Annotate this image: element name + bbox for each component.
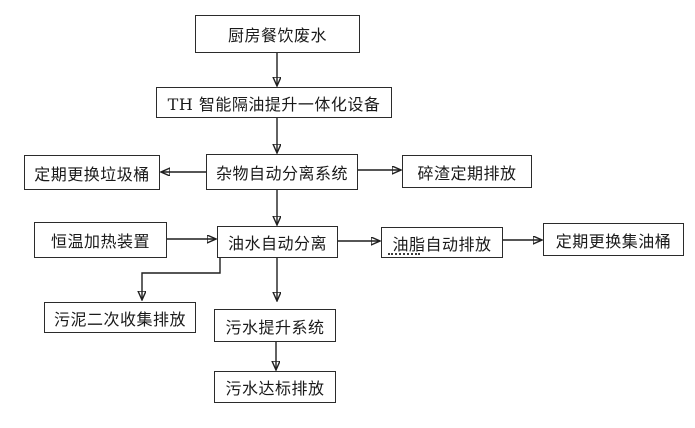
node-label: 油水自动分离 — [227, 234, 327, 253]
edge-oilwater-sludge — [142, 258, 221, 299]
node-sewage-standard-discharge: 污水达标排放 — [214, 371, 336, 403]
node-kitchen-wastewater: 厨房餐饮废水 — [195, 15, 360, 53]
node-label: 油脂自动排放 — [392, 234, 492, 254]
node-sewage-lift-system: 污水提升系统 — [214, 309, 336, 342]
node-label: TH 智能隔油提升一体化设备 — [167, 94, 381, 114]
node-heating-device: 恒温加热装置 — [34, 222, 167, 258]
node-oil-water-separation: 油水自动分离 — [217, 226, 338, 258]
node-debris-separation-system: 杂物自动分离系统 — [206, 154, 358, 190]
node-sludge-collection-discharge: 污泥二次收集排放 — [44, 302, 196, 333]
node-replace-trash-bin: 定期更换垃圾桶 — [24, 155, 160, 190]
node-label: 定期更换集油桶 — [555, 231, 672, 251]
node-residue-discharge: 碎渣定期排放 — [402, 155, 532, 188]
node-label: 定期更换垃圾桶 — [34, 164, 150, 184]
node-label: 碎渣定期排放 — [417, 163, 517, 183]
node-label: 杂物自动分离系统 — [215, 164, 348, 183]
node-th-device: TH 智能隔油提升一体化设备 — [156, 87, 392, 118]
node-replace-oil-barrel: 定期更换集油桶 — [543, 223, 684, 256]
node-label: 污水达标排放 — [225, 379, 325, 398]
spellcheck-dotted-underline — [388, 253, 420, 255]
node-label: 厨房餐饮废水 — [227, 26, 327, 45]
node-label: 污泥二次收集排放 — [53, 309, 186, 329]
node-label: 恒温加热装置 — [50, 232, 150, 251]
node-label: 污水提升系统 — [225, 317, 325, 337]
node-grease-auto-discharge: 油脂自动排放 — [381, 227, 503, 258]
